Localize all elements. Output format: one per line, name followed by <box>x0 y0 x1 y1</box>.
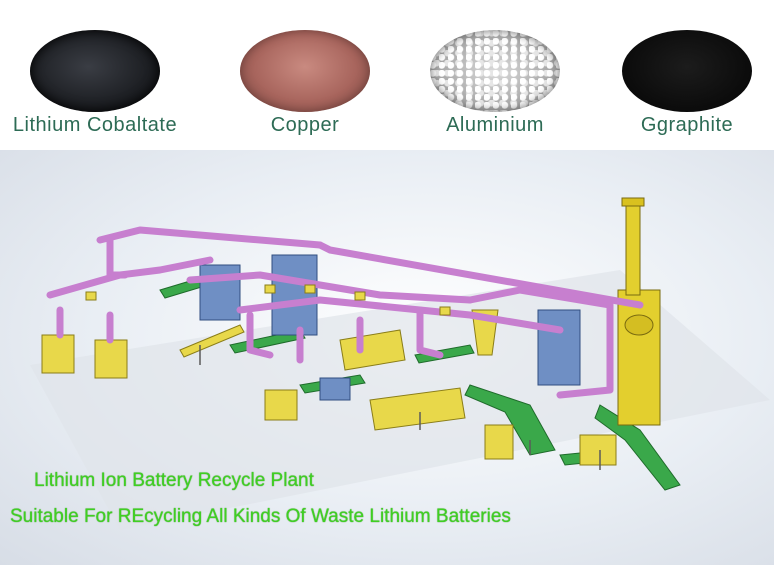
dust-collector-3 <box>537 309 581 386</box>
material-aluminium: Aluminium <box>400 18 590 148</box>
exhaust-tower <box>617 197 661 426</box>
recycle-plant-illustration: Lithium Ion Battery Recycle Plant Suitab… <box>0 150 774 565</box>
graphite-pile-image <box>622 30 752 112</box>
shredder-2 <box>94 339 128 379</box>
yellow-machinery <box>41 324 617 466</box>
aluminium-pile-image <box>430 30 560 112</box>
sorting-table-1 <box>339 329 406 371</box>
crusher <box>264 389 298 421</box>
plant-subtitle: Suitable For REcycling All Kinds Of Wast… <box>10 506 511 527</box>
dust-collector-1 <box>199 264 241 321</box>
material-label: Copper <box>270 114 340 136</box>
materials-panel: Lithium Cobaltate Copper Aluminium Ggrap… <box>0 0 774 150</box>
pipe-network <box>46 226 644 399</box>
pipe-joints <box>85 284 451 316</box>
scrubber-tower <box>617 289 661 426</box>
material-label: Aluminium <box>446 114 544 136</box>
separator <box>484 424 514 460</box>
material-label: Ggraphite <box>640 114 734 136</box>
dust-collector-2 <box>271 254 318 336</box>
collector <box>579 434 617 466</box>
material-copper: Copper <box>210 18 400 148</box>
support-frames <box>199 345 601 470</box>
lithium-cobaltate-pile-image <box>30 30 160 112</box>
material-lithium-cobaltate: Lithium Cobaltate <box>0 18 190 148</box>
material-graphite: Ggraphite <box>592 18 774 148</box>
plant-title: Lithium Ion Battery Recycle Plant <box>34 470 314 491</box>
motor-box <box>319 377 351 401</box>
sorting-table-2 <box>369 387 466 431</box>
screw-feeder <box>179 324 245 358</box>
copper-pile-image <box>240 30 370 112</box>
plant-3d-render <box>30 197 770 530</box>
chimney <box>625 199 641 296</box>
shredder-1 <box>41 334 75 374</box>
material-label: Lithium Cobaltate <box>12 114 178 136</box>
